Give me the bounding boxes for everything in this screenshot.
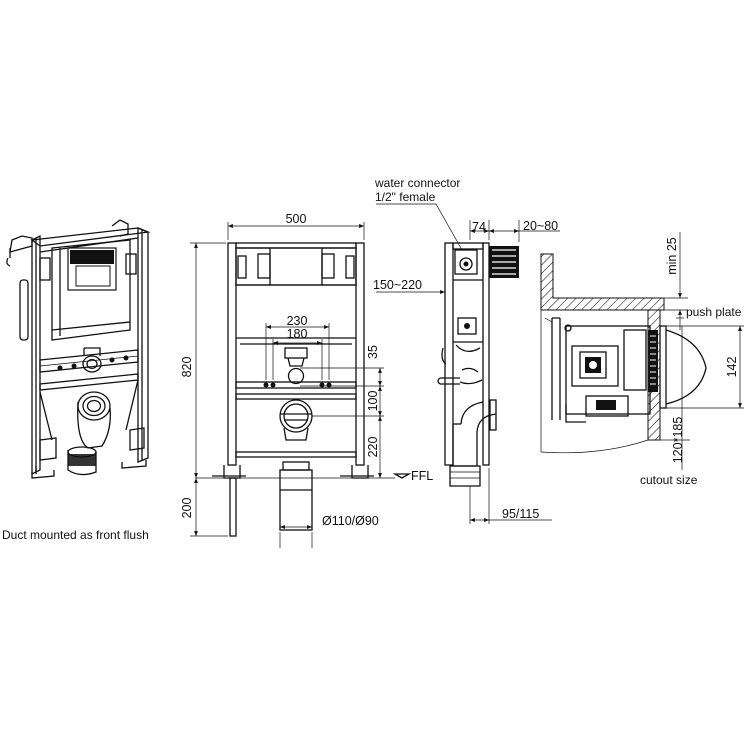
ffl-label: FFL (411, 469, 433, 483)
dim-35: 35 (366, 345, 380, 359)
dim-100: 100 (366, 391, 380, 412)
dim-pipe-diameter: Ø110/Ø90 (322, 514, 379, 528)
front-dimensions (190, 222, 412, 548)
detail-dimensions (660, 232, 744, 470)
isometric-view (6, 219, 151, 479)
side-view (437, 242, 519, 487)
water-connector-size: 1/2" female (375, 190, 436, 204)
cutout-size-label: cutout size (640, 473, 698, 487)
dim-500: 500 (286, 212, 307, 226)
dim-230: 230 (287, 314, 308, 328)
dim-150-220: 150~220 (373, 278, 422, 292)
front-view (196, 242, 395, 537)
water-connector-label: water connector (374, 176, 460, 190)
dim-95-115: 95/115 (502, 507, 539, 521)
dim-142: 142 (725, 357, 739, 378)
dim-200: 200 (180, 498, 194, 519)
dim-120-185: 120*185 (671, 417, 685, 464)
dim-20-80: 20~80 (523, 219, 558, 233)
iso-view-caption: Duct mounted as front flush (2, 528, 149, 542)
dim-min-25: min 25 (665, 237, 679, 275)
side-dimensions (376, 203, 560, 524)
dim-820: 820 (180, 357, 194, 378)
dim-180: 180 (287, 327, 308, 341)
dim-220: 220 (366, 437, 380, 458)
push-plate-label: push plate (686, 305, 742, 319)
dim-74: 74 (472, 220, 486, 234)
